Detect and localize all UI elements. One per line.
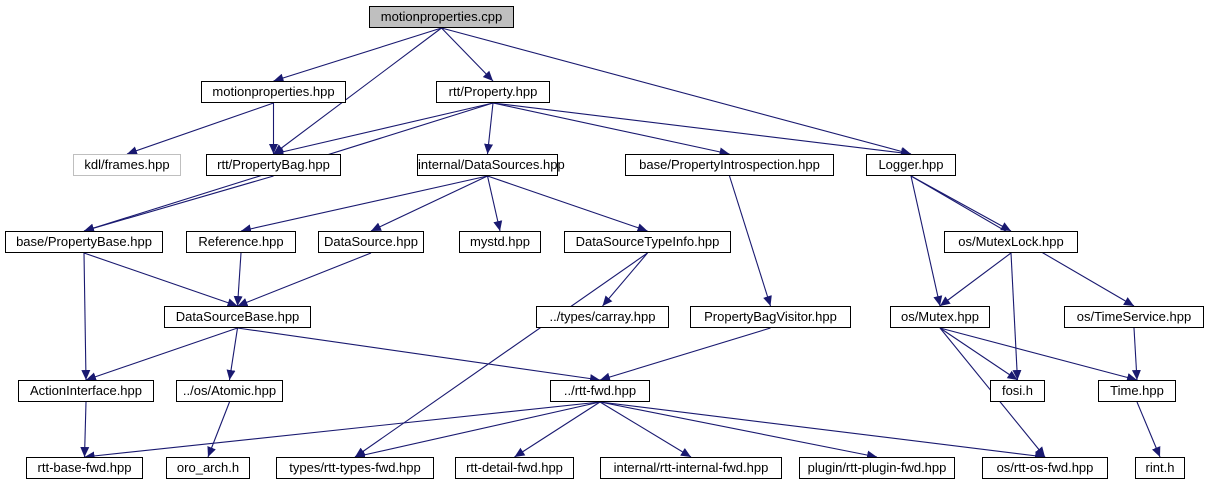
edge-rtt_property-to-logger (492, 102, 912, 158)
edge-base_propertybase-to-datasourcebase (83, 252, 238, 307)
edge-rtt_fwd-to-rtt_detail_fwd (514, 401, 601, 458)
edge-internal_datasources-to-datasource (370, 175, 488, 232)
edge-motionprop_cpp-to-rtt_property (441, 27, 494, 82)
edge-rtt_property-to-rtt_propertybag (273, 102, 494, 157)
node-motionprop-hpp[interactable]: motionproperties.hpp (201, 81, 346, 103)
edge-rtt_fwd-to-types_rtt_types_fwd (354, 401, 601, 460)
edge-logger-to-os_mutex (910, 175, 943, 307)
edge-rtt_propertybag-to-base_propertybase (83, 175, 274, 233)
node-base-propertybase[interactable]: base/PropertyBase.hpp (5, 231, 163, 253)
node-mystd[interactable]: mystd.hpp (459, 231, 541, 253)
node-time[interactable]: Time.hpp (1098, 380, 1176, 402)
node-logger[interactable]: Logger.hpp (866, 154, 956, 176)
node-motionprop-cpp: motionproperties.cpp (369, 6, 514, 28)
edge-internal_datasources-to-mystd (486, 175, 503, 232)
edge-rtt_fwd-to-os_rtt_os_fwd (599, 401, 1046, 461)
edge-datasourcebase-to-rtt_fwd (237, 327, 601, 384)
node-datasource[interactable]: DataSource.hpp (318, 231, 424, 253)
node-rtt-detail-fwd[interactable]: rtt-detail-fwd.hpp (455, 457, 574, 479)
edge-rtt_fwd-to-plugin_rtt_plugin_fwd (599, 401, 878, 460)
edge-time-to-rint (1136, 401, 1161, 458)
edge-reference-to-datasourcebase (233, 252, 243, 307)
edge-motionprop_cpp-to-rtt_propertybag (273, 27, 442, 155)
node-actioninterface[interactable]: ActionInterface.hpp (18, 380, 154, 402)
node-os-timeservice[interactable]: os/TimeService.hpp (1064, 306, 1204, 328)
edge-os_mutexlock-to-fosi (1010, 252, 1022, 381)
edge-dstypeinfo-to-types_rtt_types_fwd (354, 252, 648, 458)
edge-os_atomic-to-oro_arch (207, 401, 231, 458)
edge-os_mutex-to-fosi (939, 327, 1018, 381)
edge-rtt_fwd-to-internal_rtt_internal_fwd (599, 401, 692, 458)
node-dstypeinfo[interactable]: DataSourceTypeInfo.hpp (564, 231, 731, 253)
node-datasourcebase[interactable]: DataSourceBase.hpp (164, 306, 311, 328)
edge-os_timeservice-to-time (1131, 327, 1141, 381)
edge-rtt_property-to-base_propintro (492, 102, 730, 157)
edge-base_propertybase-to-actioninterface (81, 252, 91, 381)
edge-rtt_fwd-to-rtt_base_fwd (84, 401, 601, 461)
edge-internal_datasources-to-reference (240, 175, 488, 234)
node-propbagvisitor[interactable]: PropertyBagVisitor.hpp (690, 306, 851, 328)
node-fosi[interactable]: fosi.h (990, 380, 1045, 402)
edge-motionprop_cpp-to-logger (441, 27, 912, 156)
edge-dstypeinfo-to-types_carray (602, 252, 648, 307)
node-os-atomic[interactable]: ../os/Atomic.hpp (176, 380, 283, 402)
node-rint[interactable]: rint.h (1135, 457, 1185, 479)
node-reference[interactable]: Reference.hpp (186, 231, 296, 253)
edge-rtt_property-to-internal_datasources (484, 102, 494, 155)
edge-datasourcebase-to-os_atomic (226, 327, 239, 381)
node-internal-rtt-internal-fwd[interactable]: internal/rtt-internal-fwd.hpp (600, 457, 782, 479)
edge-motionprop_hpp-to-kdl_frames (126, 102, 274, 155)
node-rtt-base-fwd[interactable]: rtt-base-fwd.hpp (26, 457, 143, 479)
node-kdl-frames: kdl/frames.hpp (73, 154, 181, 176)
node-internal-datasources[interactable]: internal/DataSources.hpp (417, 154, 565, 176)
node-types-carray[interactable]: ../types/carray.hpp (536, 306, 669, 328)
node-rtt-fwd[interactable]: ../rtt-fwd.hpp (550, 380, 650, 402)
node-rtt-property[interactable]: rtt/Property.hpp (436, 81, 550, 103)
node-oro-arch[interactable]: oro_arch.h (166, 457, 250, 479)
node-rtt-propertybag[interactable]: rtt/PropertyBag.hpp (206, 154, 341, 176)
edge-motionprop_cpp-to-motionprop_hpp (273, 27, 442, 83)
edge-datasource-to-datasourcebase (237, 252, 372, 307)
node-os-rtt-os-fwd[interactable]: os/rtt-os-fwd.hpp (982, 457, 1108, 479)
edge-internal_datasources-to-dstypeinfo (487, 175, 648, 233)
node-os-mutex[interactable]: os/Mutex.hpp (890, 306, 990, 328)
edge-os_mutex-to-time (939, 327, 1138, 382)
node-os-mutexlock[interactable]: os/MutexLock.hpp (944, 231, 1078, 253)
edge-propbagvisitor-to-rtt_fwd (599, 327, 771, 382)
edge-actioninterface-to-rtt_base_fwd (80, 401, 90, 458)
edge-os_mutexlock-to-os_mutex (939, 252, 1012, 307)
edge-datasourcebase-to-actioninterface (85, 327, 238, 382)
node-base-propintro[interactable]: base/PropertyIntrospection.hpp (625, 154, 834, 176)
node-plugin-rtt-plugin-fwd[interactable]: plugin/rtt-plugin-fwd.hpp (799, 457, 955, 479)
edge-base_propintro-to-propbagvisitor (728, 175, 772, 307)
node-types-rtt-types-fwd[interactable]: types/rtt-types-fwd.hpp (276, 457, 434, 479)
